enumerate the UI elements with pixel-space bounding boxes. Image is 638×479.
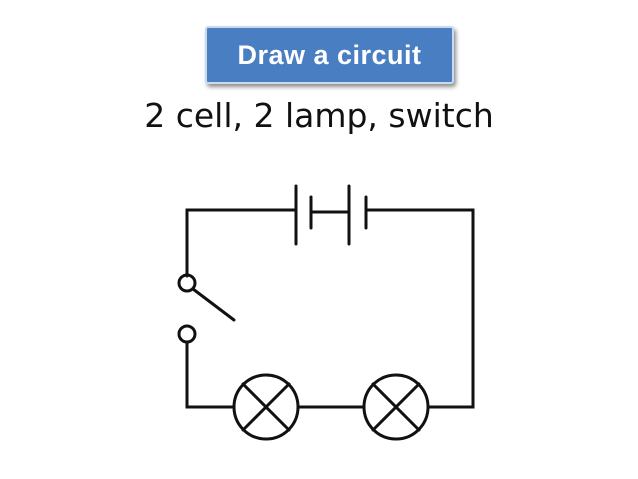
switch-terminal-bottom xyxy=(177,324,197,344)
cell-2-symbol xyxy=(347,184,368,246)
switch-lever xyxy=(191,287,236,322)
wire-top-left xyxy=(185,208,298,278)
lamp-2-symbol xyxy=(362,373,430,441)
circuit-wires xyxy=(185,208,475,409)
battery-cells xyxy=(294,184,368,246)
title-badge: Draw a circuit xyxy=(205,26,454,84)
cell-1-symbol xyxy=(294,184,313,246)
subtitle: 2 cell, 2 lamp, switch xyxy=(144,96,494,135)
wire-top-right xyxy=(364,208,475,409)
switch-symbol xyxy=(177,273,236,344)
switch-terminal-top xyxy=(177,273,197,293)
wire-bottom-left xyxy=(185,340,236,409)
title-text: Draw a circuit xyxy=(237,39,422,70)
lamp-1-symbol xyxy=(232,373,300,441)
